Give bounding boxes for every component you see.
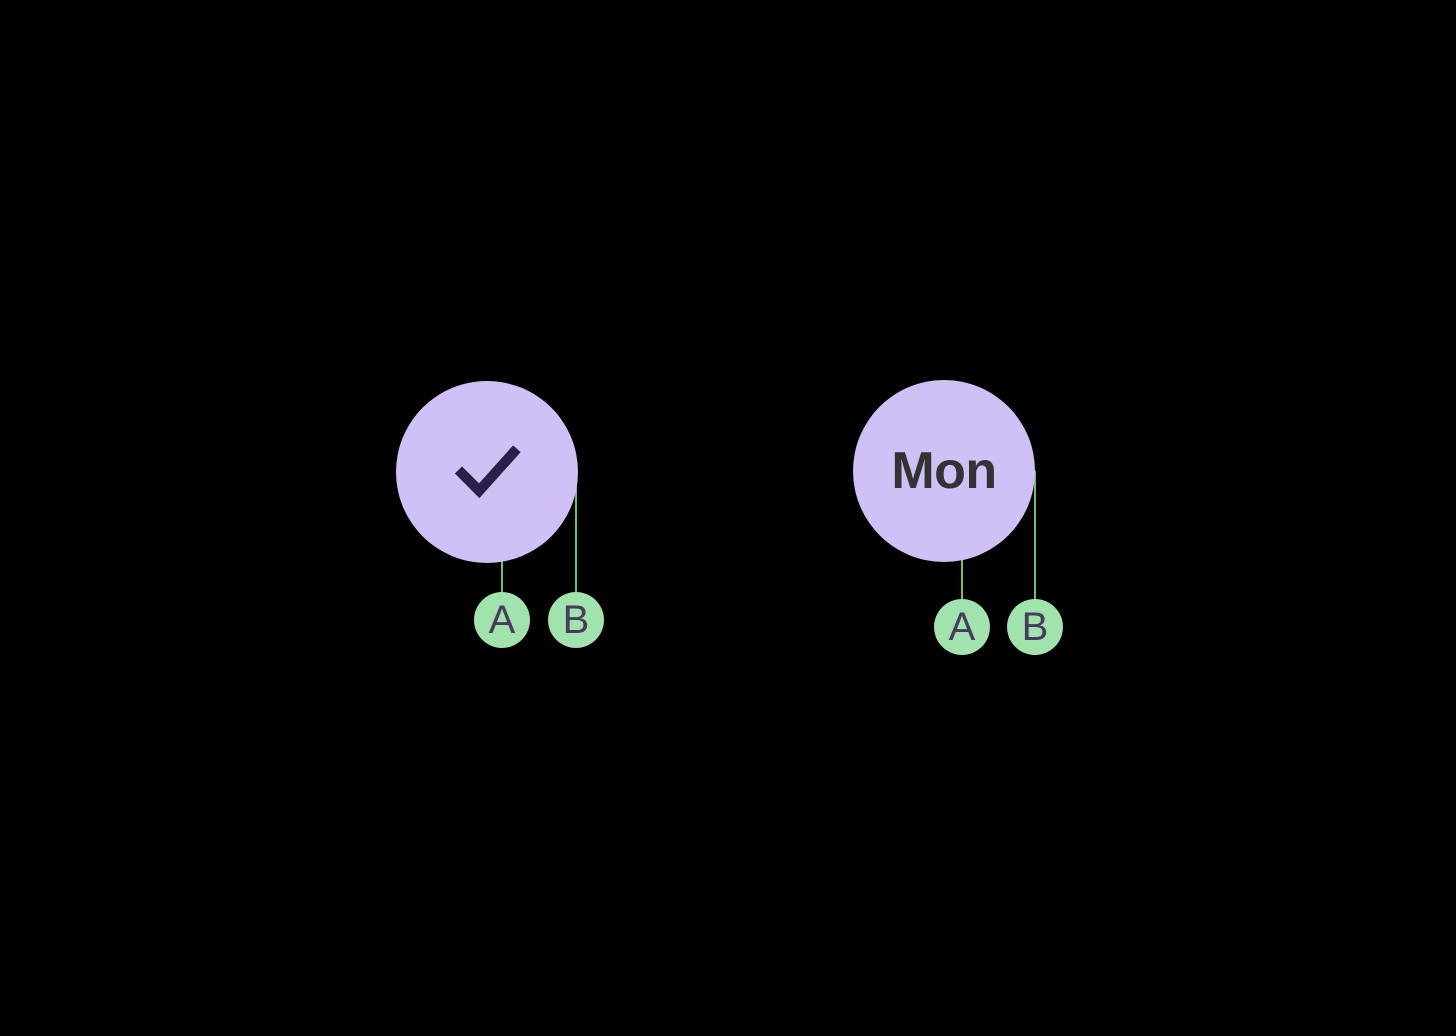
child-node-label: A xyxy=(948,605,976,649)
child-node-a[interactable]: A xyxy=(474,592,530,648)
child-node-label: A xyxy=(488,598,516,642)
child-node-label: B xyxy=(1021,605,1049,649)
parent-node-label: Mon xyxy=(891,442,997,500)
child-node-b[interactable]: B xyxy=(548,592,604,648)
child-node-label: B xyxy=(562,598,590,642)
parent-node-1[interactable] xyxy=(396,381,578,563)
parent-node-2[interactable]: Mon xyxy=(853,380,1035,562)
child-node-b[interactable]: B xyxy=(1007,599,1063,655)
child-node-a[interactable]: A xyxy=(934,599,990,655)
check-icon xyxy=(454,445,521,499)
